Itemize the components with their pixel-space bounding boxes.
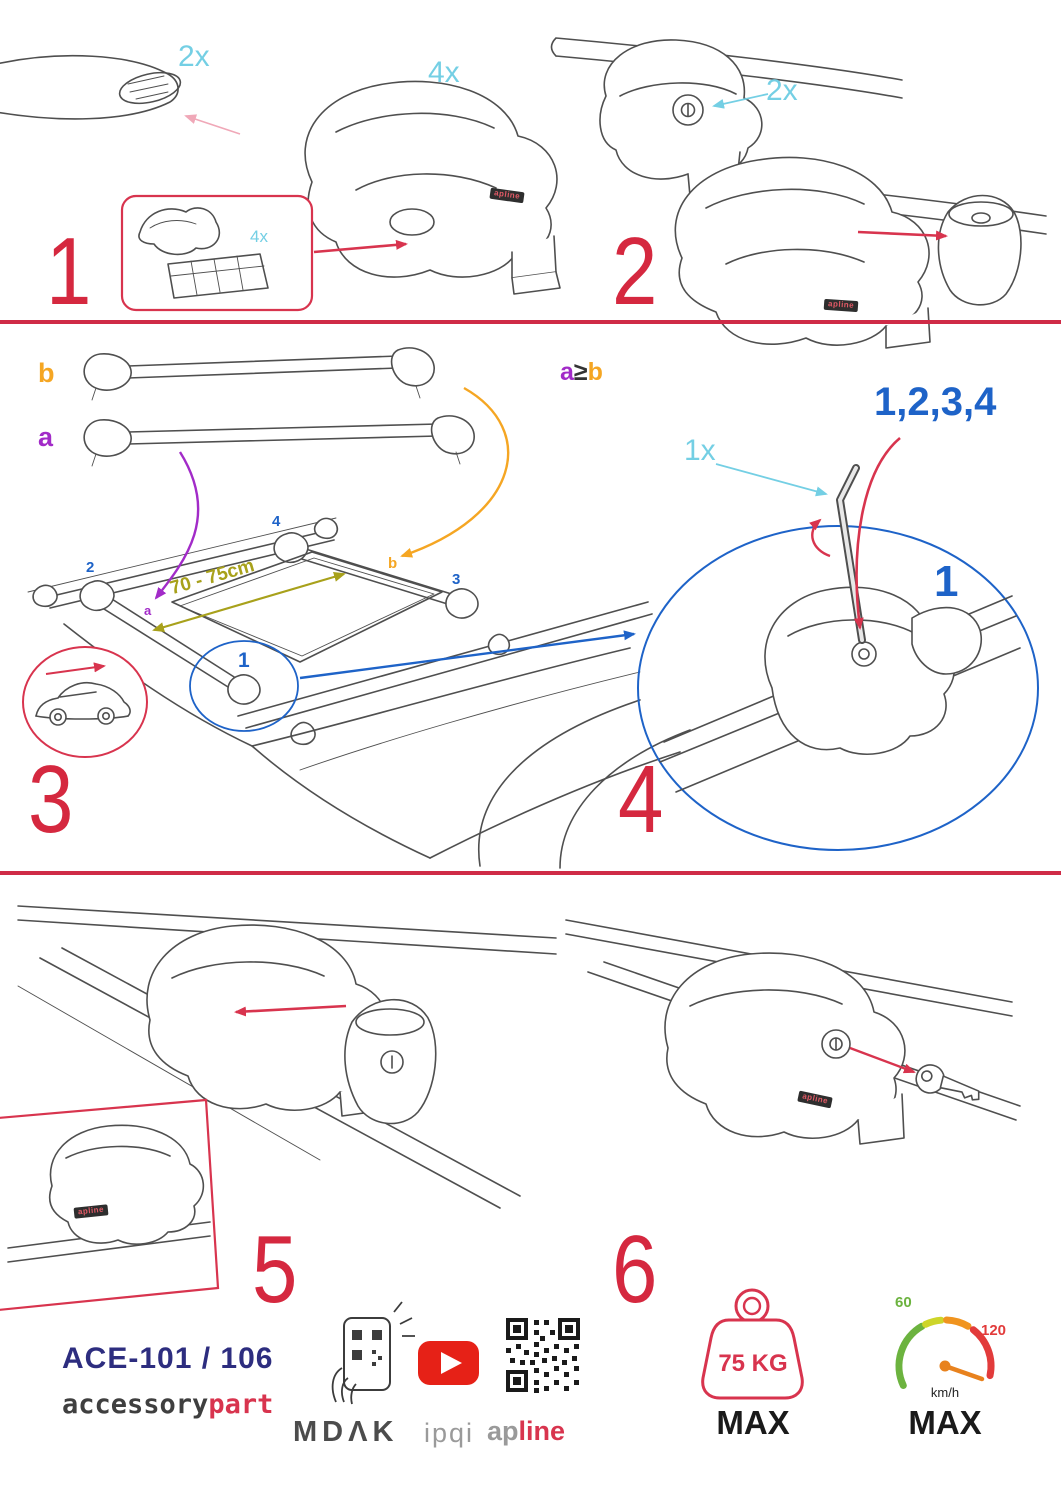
lock-quantity-label: 2x — [766, 74, 798, 107]
bar-b-label: b — [38, 358, 55, 388]
step6-scene-drawing — [565, 919, 1021, 1145]
step4-number: 4 — [618, 746, 664, 853]
foot-quantity-label: 4x — [428, 56, 460, 89]
apline-logo: apline — [487, 1418, 565, 1445]
bar-a-label: a — [38, 422, 54, 452]
step2-top-assembly-drawing — [550, 37, 903, 197]
step4-closeup-drawing — [637, 437, 1039, 851]
model-number: ACE-101 / 106 — [62, 1342, 274, 1375]
length-rule-label: a≥b — [560, 360, 603, 385]
rule-a: a — [560, 358, 574, 386]
brand-logo: accessorypart — [62, 1391, 273, 1418]
torque-step-label: 1 — [934, 557, 959, 606]
section-divider-2 — [0, 871, 1061, 875]
step6-number: 6 — [612, 1216, 658, 1323]
apline-line: line — [518, 1416, 566, 1446]
step3-number: 3 — [28, 746, 74, 853]
speed-high-label: 120 — [981, 1322, 1007, 1339]
crossbar-a-drawing — [83, 415, 475, 467]
span-arrow — [152, 572, 346, 632]
position-4-label: 4 — [272, 513, 281, 530]
position-2-label: 2 — [86, 559, 95, 576]
brand-part: part — [208, 1389, 274, 1420]
key-quantity-label: 1x — [684, 434, 716, 467]
position-a-label: a — [144, 603, 152, 618]
weight-limit-value: 75 KG — [718, 1350, 788, 1377]
step5-scene-drawing — [17, 905, 557, 1209]
bar-quantity-label: 2x — [178, 40, 210, 73]
step5-number: 5 — [252, 1216, 298, 1323]
tighten-sequence-label: 1,2,3,4 — [874, 380, 997, 424]
position-3-label: 3 — [452, 571, 461, 588]
rule-symbol: ≥ — [573, 358, 588, 386]
step1-number: 1 — [46, 218, 92, 325]
arrow-b-to-rear-bar — [400, 386, 510, 558]
position-1-label: 1 — [238, 649, 250, 672]
step1-crossbar-profile-drawing — [0, 54, 241, 135]
position-b-label: b — [388, 555, 398, 572]
mdak-logo: MDΛK — [293, 1416, 399, 1448]
speed-unit-label: km/h — [930, 1385, 960, 1400]
pad-quantity-label: 4x — [250, 227, 268, 246]
step1-foot-drawing — [304, 80, 561, 295]
apline-ap: ap — [487, 1416, 519, 1446]
crossbar-b-drawing — [83, 347, 435, 401]
speedometer-icon — [895, 1316, 995, 1389]
speed-low-label: 60 — [895, 1294, 912, 1311]
rotate-arrow — [809, 518, 831, 558]
speed-max-label: MAX — [908, 1404, 982, 1441]
step5-inset-drawing — [0, 1098, 220, 1311]
cover-piece-drawing — [937, 194, 1022, 306]
step2-number: 2 — [612, 218, 658, 325]
phone-qr-icon — [331, 1301, 415, 1405]
weight-limit-icon — [701, 1288, 804, 1400]
ipqi-logo: ipqi — [424, 1418, 475, 1448]
rule-b: b — [587, 358, 603, 386]
foot1-highlight-circle — [189, 640, 299, 732]
youtube-icon — [418, 1341, 479, 1385]
qr-code-icon — [506, 1318, 580, 1393]
bolt-icon — [851, 641, 877, 667]
brand-accessory: accessory — [62, 1389, 209, 1420]
car-inset-drawing — [22, 646, 148, 758]
key-icon — [915, 1064, 980, 1101]
section-divider-1 — [0, 320, 1061, 324]
weight-max-label: MAX — [716, 1404, 790, 1441]
step1-inset-drawing — [120, 194, 408, 312]
sequence-arrow — [853, 437, 901, 630]
step2-bottom-assembly-drawing — [674, 156, 1047, 349]
apline-logo-patch: apline — [823, 298, 859, 312]
arrow-to-closeup — [299, 630, 636, 680]
